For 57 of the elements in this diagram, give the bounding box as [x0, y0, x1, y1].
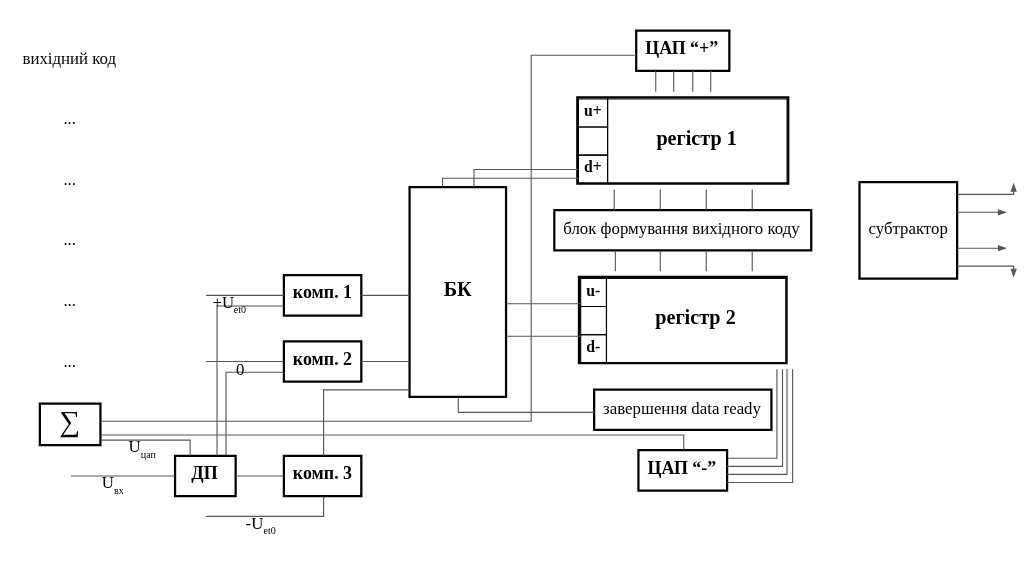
node-box: комп. 3 — [282, 454, 362, 497]
connector — [672, 70, 674, 92]
connector — [360, 360, 410, 362]
node-box: завершення data ready — [592, 387, 773, 431]
connector — [205, 495, 324, 517]
node-box: ЦАП “+” — [634, 28, 730, 72]
connector — [69, 474, 175, 477]
connector — [215, 304, 284, 456]
arrow — [956, 265, 1017, 278]
connector — [505, 335, 581, 337]
connector — [360, 294, 410, 296]
label: ... — [62, 290, 76, 310]
connector — [457, 396, 595, 413]
connector — [709, 70, 711, 92]
node-box: комп. 1 — [282, 273, 362, 317]
connector — [613, 188, 615, 211]
node-box: блок формування вихідного коду — [552, 208, 812, 252]
label: ... — [62, 229, 76, 249]
node-box: комп. 2 — [282, 339, 362, 383]
edge-label: U$_{цап}$ — [127, 436, 156, 460]
node-box: ∑ — [38, 402, 102, 446]
connector — [705, 188, 707, 211]
label: ... — [62, 351, 76, 371]
connector — [654, 70, 656, 92]
connector — [614, 249, 616, 272]
connector — [505, 302, 581, 304]
connector — [691, 70, 693, 92]
node-box: БК — [407, 185, 507, 398]
connector — [322, 388, 410, 456]
label: ... — [62, 108, 76, 128]
arrow — [956, 182, 1017, 195]
edge-label: -U$_{et0}$ — [245, 513, 276, 536]
connector — [751, 249, 753, 272]
label: вихідний код — [21, 48, 116, 68]
arrow — [956, 208, 1007, 215]
connector — [224, 371, 284, 456]
node-box: ЦАП “-” — [636, 448, 728, 492]
edge-label: 0 — [235, 359, 244, 379]
connector — [441, 177, 579, 187]
edge-label: U$_{вх}$ — [101, 472, 124, 496]
edge-label: +U$_{et0}$ — [211, 292, 246, 315]
connector — [726, 368, 783, 467]
label: ... — [62, 169, 76, 189]
node-box: ДП — [173, 454, 237, 497]
connector — [205, 294, 284, 296]
connector — [234, 474, 284, 477]
connector — [99, 439, 191, 456]
connector — [705, 249, 707, 272]
connector — [726, 368, 777, 459]
connector — [751, 188, 753, 211]
connector — [99, 54, 637, 422]
connector — [659, 188, 661, 211]
connector — [205, 360, 284, 362]
arrow — [956, 244, 1007, 251]
node-box: субтрактор — [857, 180, 958, 280]
connector — [659, 249, 661, 272]
connector — [472, 168, 579, 188]
